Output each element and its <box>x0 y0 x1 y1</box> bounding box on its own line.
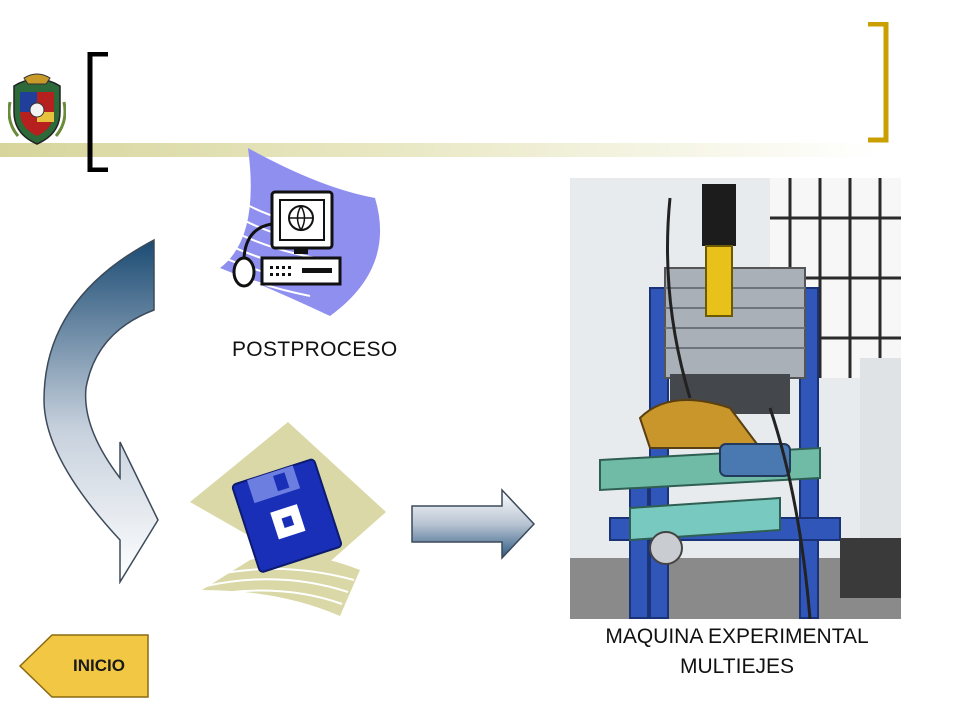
right-arrow-icon <box>410 488 538 560</box>
right-bracket <box>866 21 890 144</box>
machine-photo <box>570 178 901 619</box>
floppy-disk-icon <box>190 420 388 616</box>
machine-caption-line2: MULTIEJES <box>680 655 794 678</box>
computer-icon <box>200 148 390 320</box>
inicio-button[interactable] <box>18 633 150 699</box>
curved-arrow-icon <box>40 238 164 585</box>
university-crest-icon <box>7 72 67 146</box>
header-divider <box>0 143 880 157</box>
inicio-label[interactable]: INICIO <box>73 656 125 675</box>
machine-caption: MAQUINA EXPERIMENTAL MULTIEJES <box>560 622 914 682</box>
left-arrow-icon <box>18 634 149 698</box>
postproceso-label: POSTPROCESO <box>232 338 398 361</box>
machine-caption-line1: MAQUINA EXPERIMENTAL <box>605 625 869 648</box>
left-bracket <box>86 51 110 173</box>
